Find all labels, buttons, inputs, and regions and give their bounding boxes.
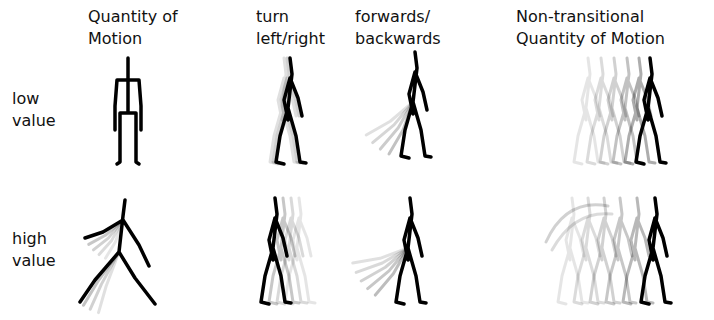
stick-figure: [276, 58, 306, 164]
stick-figure: [115, 58, 141, 164]
motion-trail: [79, 200, 155, 313]
ghost-figure: [606, 198, 636, 304]
row-label: high value: [12, 228, 72, 272]
column-heading: turn left/right: [256, 6, 346, 50]
motion-trail: [574, 58, 666, 164]
stick-figure: [115, 58, 141, 164]
leg-trail: [79, 252, 123, 305]
stick-figure: [261, 198, 291, 304]
motion-trail: [261, 198, 315, 304]
stick-figure: [636, 58, 666, 164]
stick-figure: [641, 198, 671, 304]
motion-trail: [366, 52, 431, 158]
stick-figure: [80, 200, 155, 304]
motion-trail: [353, 198, 426, 304]
column-heading: Quantity of Motion: [88, 6, 193, 50]
leg-trail: [81, 252, 136, 313]
column-heading: Non-transitional Quantity of Motion: [516, 6, 686, 50]
row-label: low value: [12, 88, 72, 132]
ghost-figure: [623, 198, 653, 304]
stick-figure: [401, 52, 431, 158]
motion-trail: [270, 58, 306, 164]
leg-trail: [380, 98, 413, 153]
leg-trail: [375, 244, 408, 299]
leg-trail: [80, 252, 130, 309]
stick-figure: [396, 198, 426, 304]
column-heading: forwards/ backwards: [355, 6, 455, 50]
motion-trail: [546, 198, 671, 304]
